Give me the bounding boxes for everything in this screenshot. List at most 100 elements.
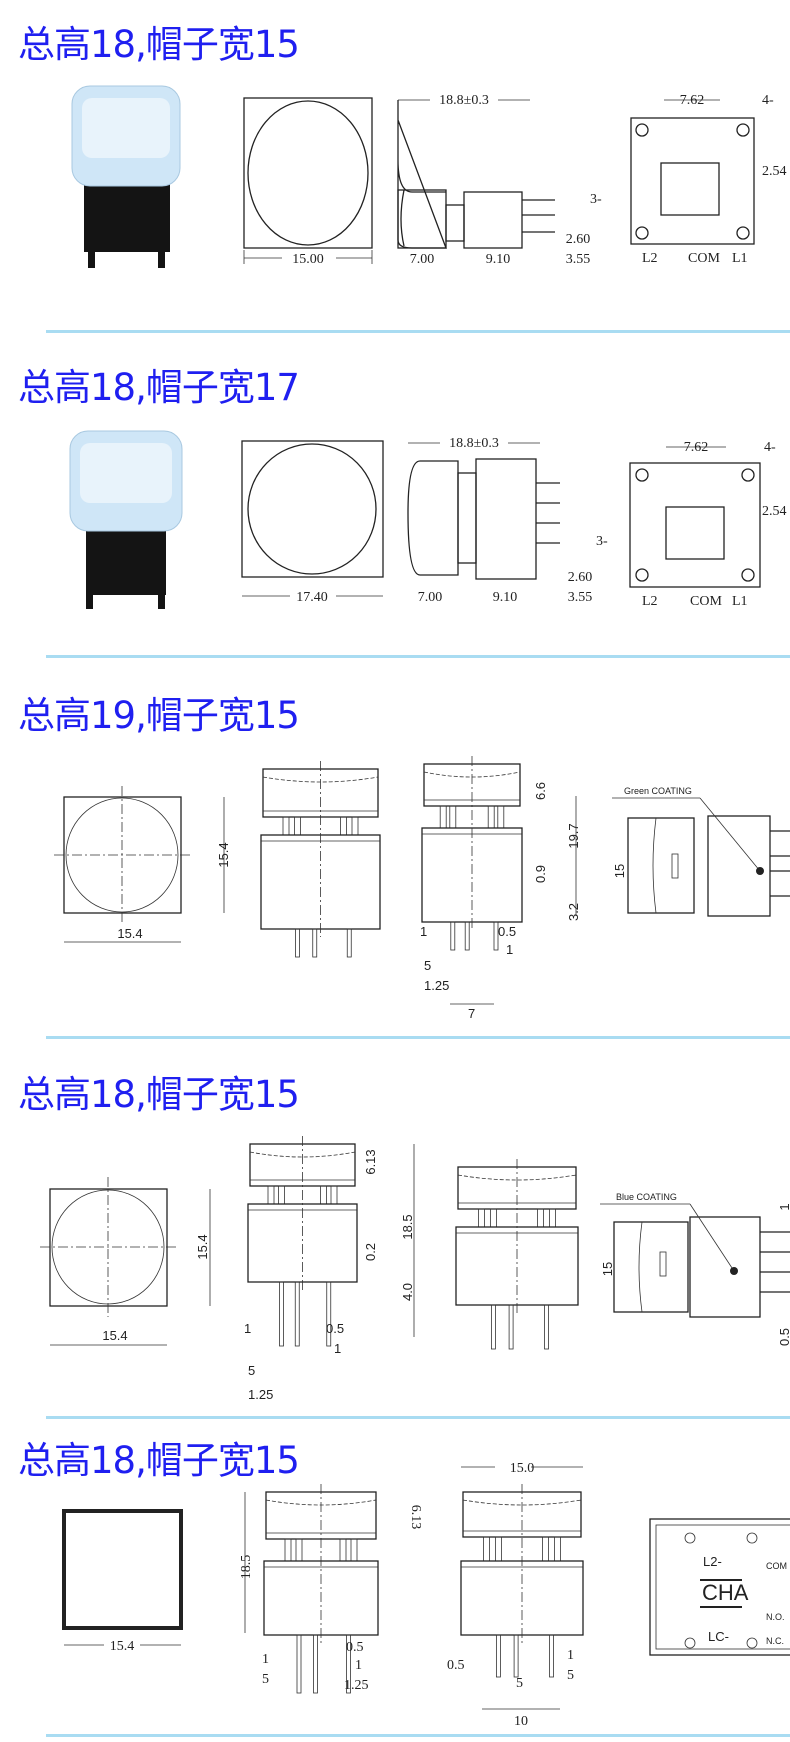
side-view: 18.8±0.3 7.00 9.10 3.55 2.60 (397, 91, 591, 267)
stem (267, 1185, 275, 1205)
stem (339, 1538, 347, 1562)
drawing-set: 15.00 18.8±0.3 7.00 9.10 3.55 2.60 7.62 … (71, 85, 787, 268)
product-photo (69, 430, 183, 609)
dim-spacing: 5 (262, 1672, 269, 1687)
right-view: Green COATING 15 (612, 786, 790, 917)
dim-pin-w: 1 (420, 924, 427, 939)
dim-r2: 0.5 (777, 1328, 790, 1346)
stem (351, 816, 359, 836)
pin (544, 1304, 549, 1350)
product-photo (71, 85, 181, 268)
dim-pin-t: 0.5 (326, 1321, 344, 1336)
side-view: 18.8±0.3 7.00 9.10 3.55 2.60 (407, 434, 593, 605)
dim-pin-offset: 2.60 (566, 232, 591, 247)
dim-pin-t2: 0.5 (447, 1658, 465, 1673)
dim-spacing: 5 (424, 958, 431, 973)
label-com: COM (688, 251, 720, 266)
pin (294, 1281, 300, 1347)
stem (294, 816, 301, 836)
section-divider (46, 1416, 790, 1419)
dim-overall: 18.8±0.3 (439, 93, 489, 108)
dim-cap: 6.13 (363, 1149, 378, 1174)
dim-side: 15 (600, 1262, 615, 1276)
drawing-set: 15.4 15.4 6.6 19.7 0.9 3.2 1 0.5 1 5 1.2… (54, 756, 790, 1021)
section-4: 总高18,帽子宽15 15.4 15.4 6.13 18.5 0.2 4.0 1… (0, 1037, 790, 1417)
label-l1: L1 (732, 594, 748, 609)
dim-body: 9.10 (493, 590, 518, 605)
pin (279, 1281, 284, 1347)
drawing-set: 17.40 18.8±0.3 7.00 9.10 3.55 2.60 7.62 … (69, 430, 787, 609)
dim-r-s: 5 (567, 1668, 574, 1683)
dim-height: 15.4 (195, 1234, 210, 1259)
section-2: 总高18,帽子宽17 17.40 18.8±0.3 7.00 9.10 3.55… (0, 343, 790, 656)
dim-height: 15.4 (216, 842, 231, 867)
pin (313, 1634, 318, 1694)
dim-top-width: 15.0 (510, 1461, 535, 1476)
stem (284, 1538, 292, 1562)
dim-side: 15 (612, 864, 627, 878)
dim-pin-w2: 1 (506, 942, 513, 957)
pin (464, 921, 470, 951)
cap-lens (462, 1499, 582, 1506)
dim-pin-w: 1 (244, 1321, 251, 1336)
label-l1: L1 (732, 251, 748, 266)
pin (495, 1634, 501, 1678)
label-l2: L2 (642, 594, 658, 609)
pin (326, 1281, 332, 1347)
pin (490, 1304, 496, 1350)
drawing-set: 15.4 18.5 6.13 0.5 1 1 5 1.25 15.0 0.5 1… (62, 1457, 790, 1729)
dim-overall: 18.8±0.3 (449, 436, 499, 451)
label-background (430, 91, 498, 107)
dim-gap: 0.9 (533, 865, 548, 883)
dim-pin: 3.55 (566, 252, 591, 267)
section-divider (46, 1036, 790, 1039)
dim-total: 18.5 (400, 1214, 415, 1239)
dim-pin-w-left: 1 (262, 1652, 269, 1667)
label-lc: LC- (708, 1629, 729, 1644)
pin (513, 1634, 519, 1678)
dim-pin-pitch: 2.54 (762, 164, 787, 179)
dim-width: 15.4 (117, 926, 142, 941)
dim-body: 9.10 (486, 252, 511, 267)
stem (278, 1185, 285, 1205)
dim-offset: 1.25 (344, 1678, 369, 1693)
dim-total: 19.7 (566, 823, 581, 848)
stem (497, 805, 505, 829)
section-divider (46, 655, 790, 658)
dim-offset: 1.25 (424, 978, 449, 993)
dim-pin-t: 0.5 (346, 1640, 364, 1655)
pin (312, 928, 318, 958)
stem (282, 816, 290, 836)
stem (489, 1208, 497, 1228)
dim-pin: 3.2 (566, 903, 581, 921)
section-title: 总高19,帽子宽15 (18, 694, 300, 737)
section-title: 总高18,帽子宽15 (18, 1439, 300, 1482)
dims-side: 6.13 18.5 0.2 4.0 1 0.5 1 5 1.25 (244, 1144, 415, 1402)
label-pins: 3- (590, 192, 602, 207)
stem (487, 805, 495, 829)
stem (320, 1185, 327, 1205)
dim-front-width: 17.40 (296, 590, 328, 605)
pin (346, 928, 352, 958)
dim-cap: 6.6 (533, 782, 548, 800)
stem (439, 805, 447, 829)
right-view: Blue COATING 15 1 0.5 (600, 1192, 790, 1346)
pin (493, 921, 499, 951)
dim-width: 15.4 (110, 1639, 135, 1654)
stem (549, 1208, 556, 1228)
side-view (455, 1159, 579, 1350)
dim-offset: 1.25 (248, 1387, 273, 1402)
dim-cap: 7.00 (418, 590, 443, 605)
section-title: 总高18,帽子宽15 (18, 23, 300, 66)
dim-pin: 4.0 (400, 1283, 415, 1301)
stem (295, 1538, 303, 1562)
bottom-view: 7.62 4- 2.54 3- L2 COM L1 (590, 93, 787, 266)
stem (340, 816, 347, 836)
dim-pin: 3.55 (568, 590, 593, 605)
label-cha: CHA (702, 1580, 749, 1605)
pin (549, 1634, 554, 1678)
dim-front-width: 15.00 (292, 252, 324, 267)
pin (296, 1634, 302, 1694)
stem (537, 1208, 544, 1228)
dims-side: 6.6 19.7 0.9 3.2 1 0.5 1 5 1.25 7 (420, 782, 581, 1021)
